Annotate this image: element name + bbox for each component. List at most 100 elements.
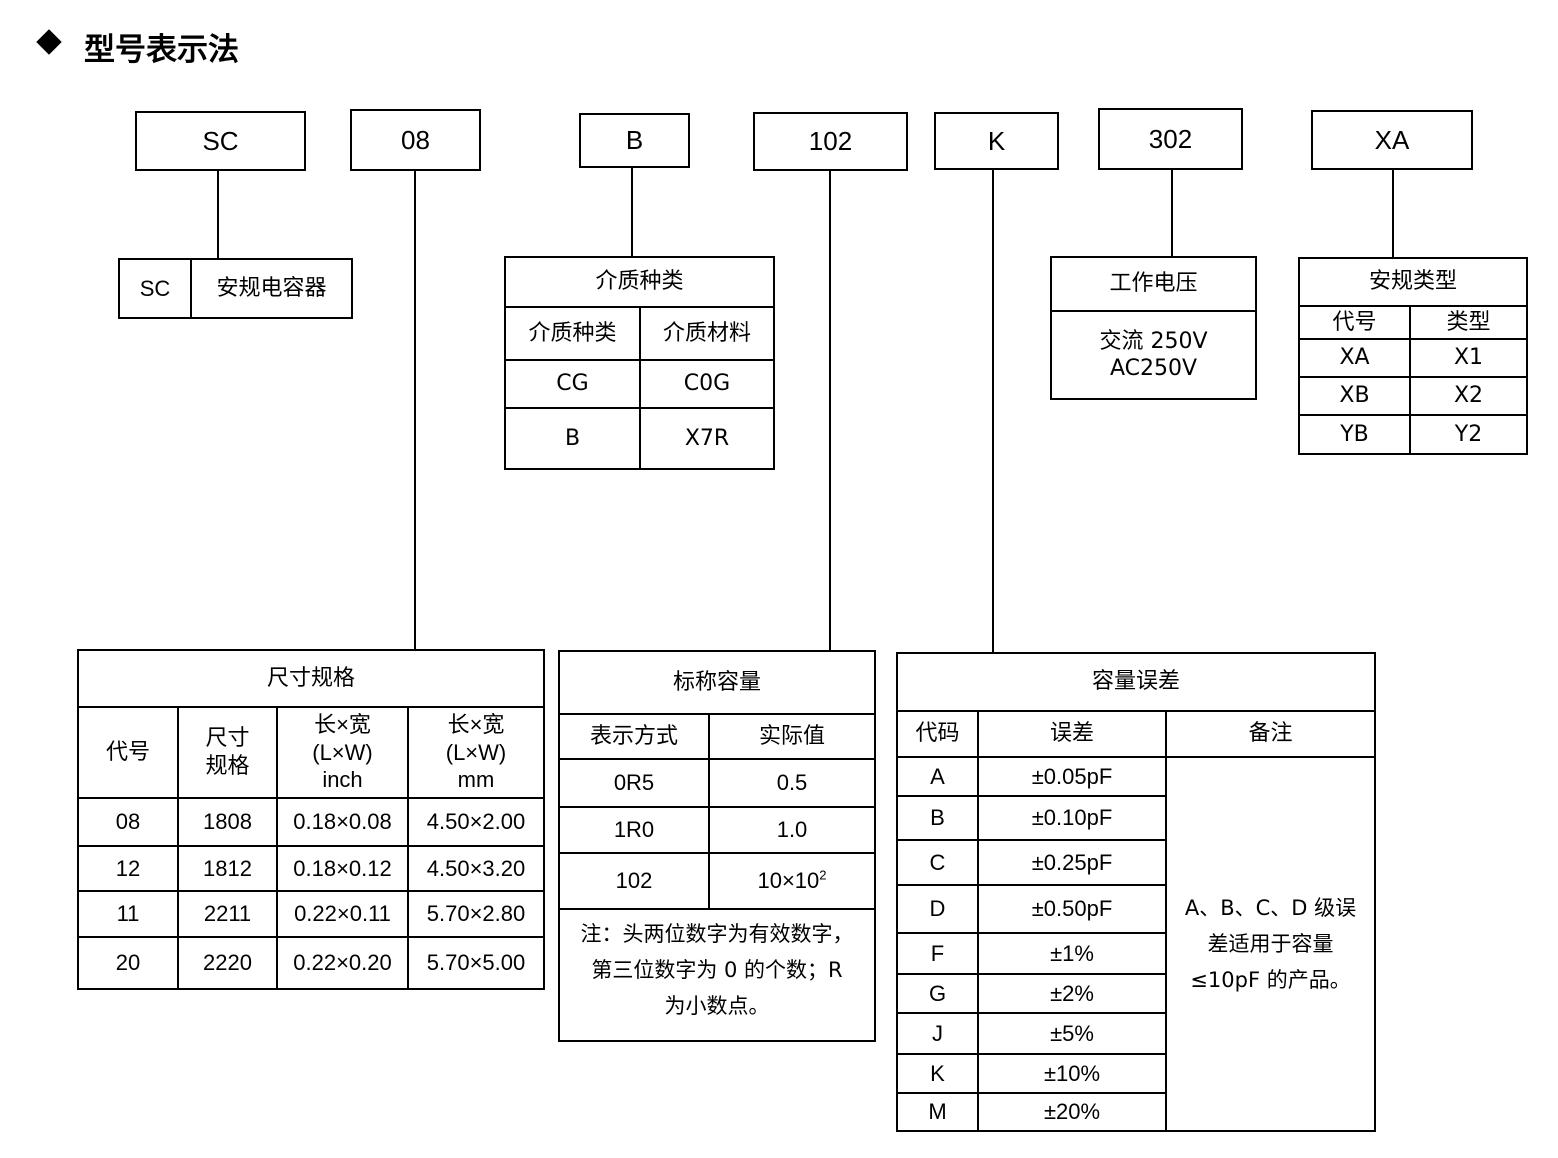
- table-cell: F: [896, 932, 979, 975]
- column-header: 类型: [1409, 305, 1528, 340]
- diamond-bullet-icon: [36, 29, 62, 55]
- column-header: 介质种类: [504, 306, 641, 361]
- table-cell: 0.18×0.08: [276, 797, 409, 847]
- series-name: 安规电容器: [190, 258, 353, 319]
- connector-line: [217, 170, 219, 259]
- table-cell: K: [896, 1053, 979, 1094]
- table-cell: 1.0: [708, 806, 876, 854]
- table-title: 容量误差: [896, 652, 1376, 712]
- table-cell: ±0.25pF: [977, 839, 1167, 886]
- actual-value: 10×10: [757, 868, 820, 894]
- table-cell: 20: [77, 936, 179, 990]
- connector-line: [829, 170, 831, 650]
- table-cell: CG: [504, 359, 641, 409]
- column-header: 实际值: [708, 713, 876, 760]
- table-cell: 4.50×3.20: [407, 845, 545, 892]
- column-header: 尺寸 规格: [177, 706, 278, 799]
- table-cell: D: [896, 884, 979, 934]
- note-text: 注：头两位数字为有效数字，第三位数字为 0 的个数；R 为小数点。: [558, 908, 876, 1042]
- column-header: 表示方式: [558, 713, 710, 760]
- code-box-capacitance: 102: [753, 112, 908, 171]
- table-cell: X2: [1409, 376, 1528, 416]
- voltage-value: 交流 250V: [1099, 328, 1208, 354]
- code-box-tolerance: K: [934, 112, 1059, 170]
- connector-line: [992, 169, 994, 653]
- table-cell: Y2: [1409, 414, 1528, 455]
- column-header: 长×宽 (L×W) mm: [407, 706, 545, 799]
- column-header: 长×宽 (L×W) inch: [276, 706, 409, 799]
- table-cell: 1808: [177, 797, 278, 847]
- table-cell: G: [896, 973, 979, 1014]
- table-cell: 5.70×2.80: [407, 890, 545, 938]
- table-cell: 0.22×0.11: [276, 890, 409, 938]
- table-cell: 5.70×5.00: [407, 936, 545, 990]
- page-title: 型号表示法: [84, 32, 239, 68]
- table-cell: ±10%: [977, 1053, 1167, 1094]
- code-box-safety: XA: [1311, 110, 1473, 170]
- table-title: 尺寸规格: [77, 649, 545, 708]
- table-cell: YB: [1298, 414, 1411, 455]
- table-cell: 1R0: [558, 806, 710, 854]
- column-header: 介质材料: [639, 306, 775, 361]
- remark-text: A、B、C、D 级误差适用于容量≤10pF 的产品。: [1165, 756, 1376, 1132]
- table-cell: 0.18×0.12: [276, 845, 409, 892]
- code-box-voltage: 302: [1098, 108, 1243, 170]
- column-header: 代号: [77, 706, 179, 799]
- code-box-dielectric: B: [579, 113, 690, 168]
- voltage-code: AC250V: [1109, 356, 1198, 381]
- table-cell: ±0.10pF: [977, 795, 1167, 841]
- table-title: 介质种类: [504, 256, 775, 308]
- exponent: 2: [819, 867, 827, 883]
- table-cell: ±0.05pF: [977, 756, 1167, 797]
- table-cell: B: [504, 407, 641, 470]
- table-cell: XA: [1298, 338, 1411, 378]
- table-title: 安规类型: [1298, 257, 1528, 307]
- table-cell: A: [896, 756, 979, 797]
- table-cell: 0.5: [708, 758, 876, 808]
- table-cell: 102: [558, 852, 710, 910]
- table-cell: XB: [1298, 376, 1411, 416]
- code-box-series: SC: [135, 111, 306, 171]
- table-cell: 0.22×0.20: [276, 936, 409, 990]
- code-box-size: 08: [350, 109, 481, 171]
- table-cell: 12: [77, 845, 179, 892]
- table-cell: B: [896, 795, 979, 841]
- connector-line: [631, 167, 633, 257]
- table-cell: 11: [77, 890, 179, 938]
- table-title: 标称容量: [558, 650, 876, 715]
- connector-line: [1171, 169, 1173, 257]
- table-cell: ±0.50pF: [977, 884, 1167, 934]
- connector-line: [414, 170, 416, 650]
- table-cell: 0R5: [558, 758, 710, 808]
- table-cell: ±20%: [977, 1092, 1167, 1132]
- table-cell: 10×102: [708, 852, 876, 910]
- connector-line: [1392, 169, 1394, 258]
- series-code: SC: [118, 258, 192, 319]
- table-cell: C0G: [639, 359, 775, 409]
- table-cell: 2220: [177, 936, 278, 990]
- column-header: 备注: [1165, 710, 1376, 758]
- table-cell: 4.50×2.00: [407, 797, 545, 847]
- table-cell: ±5%: [977, 1012, 1167, 1055]
- table-cell: C: [896, 839, 979, 886]
- table-cell: X1: [1409, 338, 1528, 378]
- table-title: 工作电压: [1050, 256, 1257, 312]
- column-header: 代码: [896, 710, 979, 758]
- table-cell: ±1%: [977, 932, 1167, 975]
- table-cell: 08: [77, 797, 179, 847]
- column-header: 代号: [1298, 305, 1411, 340]
- table-cell: J: [896, 1012, 979, 1055]
- column-header: 误差: [977, 710, 1167, 758]
- table-cell: ±2%: [977, 973, 1167, 1014]
- table-cell: 1812: [177, 845, 278, 892]
- table-cell: 2211: [177, 890, 278, 938]
- table-cell: M: [896, 1092, 979, 1132]
